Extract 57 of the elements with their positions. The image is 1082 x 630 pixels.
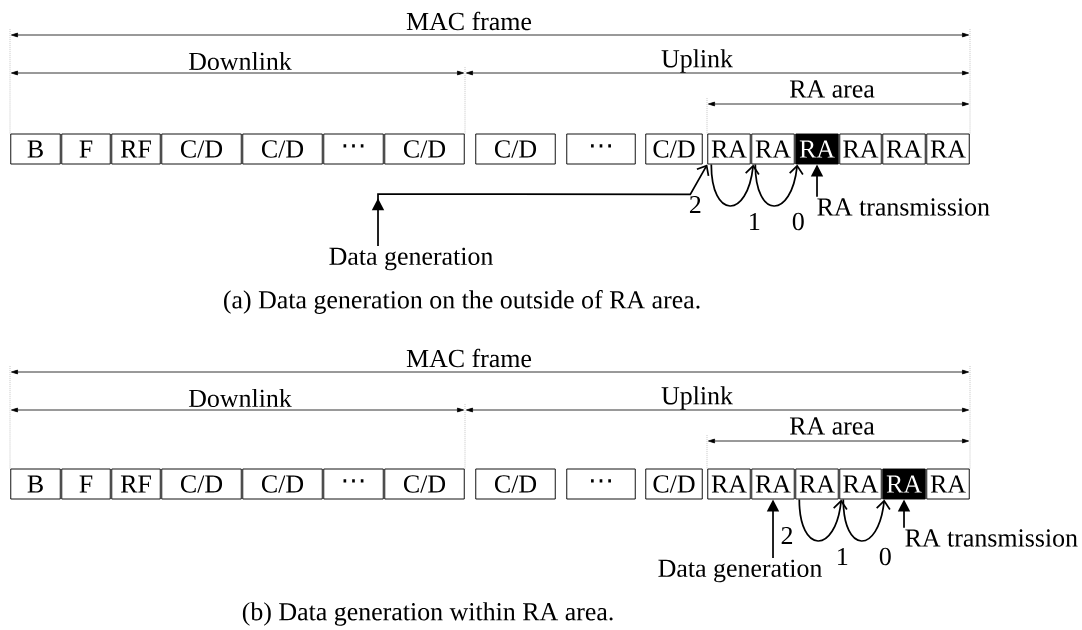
frame-slot: RA xyxy=(839,133,882,165)
event-label: RA transmission xyxy=(817,198,990,216)
curved-arrow xyxy=(798,498,848,542)
frame-slot: C/D xyxy=(475,468,556,500)
dimension-label: Downlink xyxy=(188,388,292,408)
dimension-label: RA area xyxy=(789,417,875,435)
subfigure-caption: (a) Data generation on the outside of RA area. xyxy=(224,290,700,314)
frame-slot: F xyxy=(61,133,111,165)
frame-slot: RA xyxy=(795,133,839,165)
edge-label: 2 xyxy=(689,195,701,214)
edge-label: 0 xyxy=(879,547,891,566)
frame-slot: RA xyxy=(751,468,795,500)
curved-arrow xyxy=(710,163,760,207)
frame-slot: RF xyxy=(111,468,161,500)
edge-label: 0 xyxy=(792,212,804,231)
frame-slot: C/D xyxy=(161,133,242,165)
subfigure-caption: (b) Data generation within RA area. xyxy=(242,602,613,626)
curved-arrow xyxy=(842,498,891,542)
dimension-label: RA area xyxy=(789,80,875,98)
event-label: RA transmission xyxy=(905,529,1078,547)
frame-slot: ⋯ xyxy=(323,133,384,165)
dimension-label: Downlink xyxy=(188,51,292,71)
frame-slot: C/D xyxy=(384,468,465,500)
dimension-label: MAC frame xyxy=(406,348,532,368)
edge-label: 2 xyxy=(781,526,793,545)
frame-slot: RA xyxy=(926,468,970,500)
frame-slot: C/D xyxy=(645,468,703,500)
edge-label: 1 xyxy=(838,547,848,565)
frame-slot: ⋯ xyxy=(323,468,384,500)
frame-slot: RA xyxy=(795,468,839,500)
frame-slot: ⋯ xyxy=(566,468,636,500)
frame-slot: RA xyxy=(751,133,795,165)
frame-slot: RA xyxy=(882,133,926,165)
event-label: Data generation xyxy=(658,559,822,583)
frame-slot: RA xyxy=(839,468,882,500)
frame-slot: ⋯ xyxy=(566,133,636,165)
curved-arrow xyxy=(754,163,804,207)
dimension-label: Uplink xyxy=(661,49,733,73)
frame-slot: RF xyxy=(111,133,161,165)
frame-slot: B xyxy=(10,133,61,165)
arrow xyxy=(371,164,710,247)
frame-slot: RA xyxy=(926,133,970,165)
frame-slot: C/D xyxy=(384,133,465,165)
frame-slot: C/D xyxy=(242,468,323,500)
edge-label: 1 xyxy=(750,212,760,230)
frame-slot: RA xyxy=(707,133,751,165)
frame-slot: C/D xyxy=(242,133,323,165)
frame-slot: C/D xyxy=(645,133,703,165)
frame-slot: F xyxy=(61,468,111,500)
dimension-label: Uplink xyxy=(661,386,733,410)
frame-slot: C/D xyxy=(475,133,556,165)
frame-slot: RA xyxy=(707,468,751,500)
frame-slot: C/D xyxy=(161,468,242,500)
frame-slot: B xyxy=(10,468,61,500)
dimension-label: MAC frame xyxy=(406,11,532,31)
event-label: Data generation xyxy=(329,247,493,271)
frame-slot: RA xyxy=(882,468,926,500)
